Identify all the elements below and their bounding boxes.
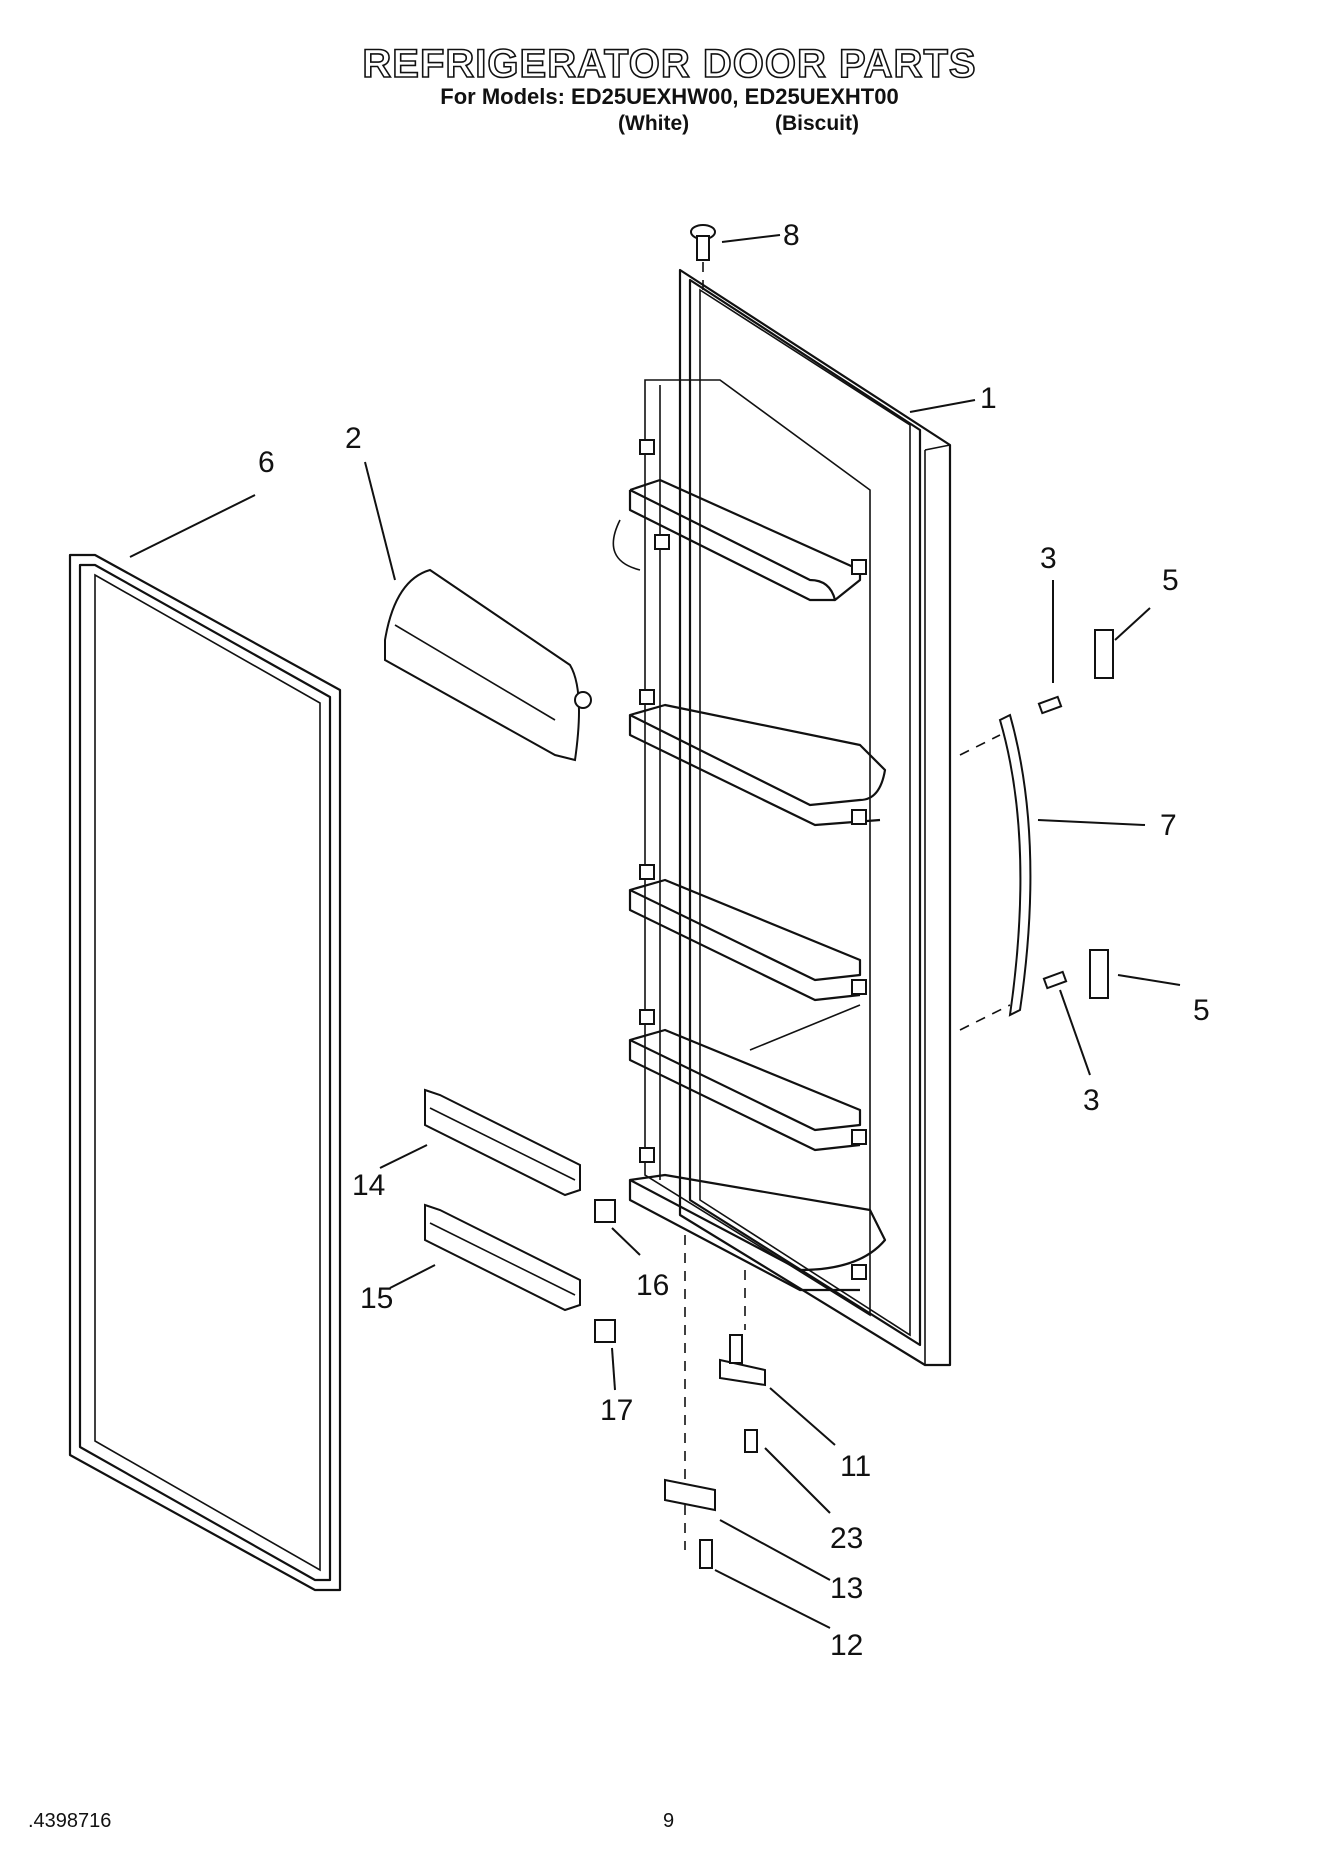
callout-8: 8	[783, 219, 800, 252]
callout-5-top: 5	[1162, 564, 1179, 597]
callout-13: 13	[830, 1572, 863, 1605]
callout-14: 14	[352, 1169, 385, 1202]
document-number: .4398716	[28, 1810, 112, 1832]
callout-11: 11	[840, 1450, 871, 1483]
callout-3-top: 3	[1040, 542, 1057, 575]
callout-16: 16	[636, 1269, 669, 1302]
dairy-door-part	[384, 568, 592, 762]
door-plug-part	[690, 224, 716, 290]
callout-12: 12	[830, 1629, 863, 1662]
variant-white-label: (White)	[618, 112, 690, 135]
variant-biscuit-label: (Biscuit)	[775, 112, 859, 135]
hinge-hardware-part	[664, 1235, 766, 1569]
callout-6: 6	[258, 446, 275, 479]
door-handle-part	[959, 713, 1032, 1031]
callout-1: 1	[980, 382, 997, 415]
leader-lines	[129, 234, 1181, 1629]
callout-5-bottom: 5	[1193, 994, 1210, 1027]
page-number: 9	[663, 1810, 675, 1832]
callout-2: 2	[345, 422, 362, 455]
callout-7: 7	[1160, 809, 1177, 842]
page-title: REFRIGERATOR DOOR PARTS	[362, 41, 977, 87]
models-line: For Models: ED25UEXHW00, ED25UEXHT00	[440, 84, 899, 109]
door-assembly-part	[612, 268, 952, 1367]
callout-17: 17	[600, 1394, 633, 1427]
callout-15: 15	[360, 1282, 393, 1315]
handle-end-cap-part	[1089, 629, 1114, 999]
trim-strip-part	[424, 1088, 616, 1343]
handle-screw-part	[1037, 695, 1068, 990]
door-gasket-part	[68, 553, 342, 1592]
callout-23: 23	[830, 1522, 863, 1555]
callout-3-bottom: 3	[1083, 1084, 1100, 1117]
